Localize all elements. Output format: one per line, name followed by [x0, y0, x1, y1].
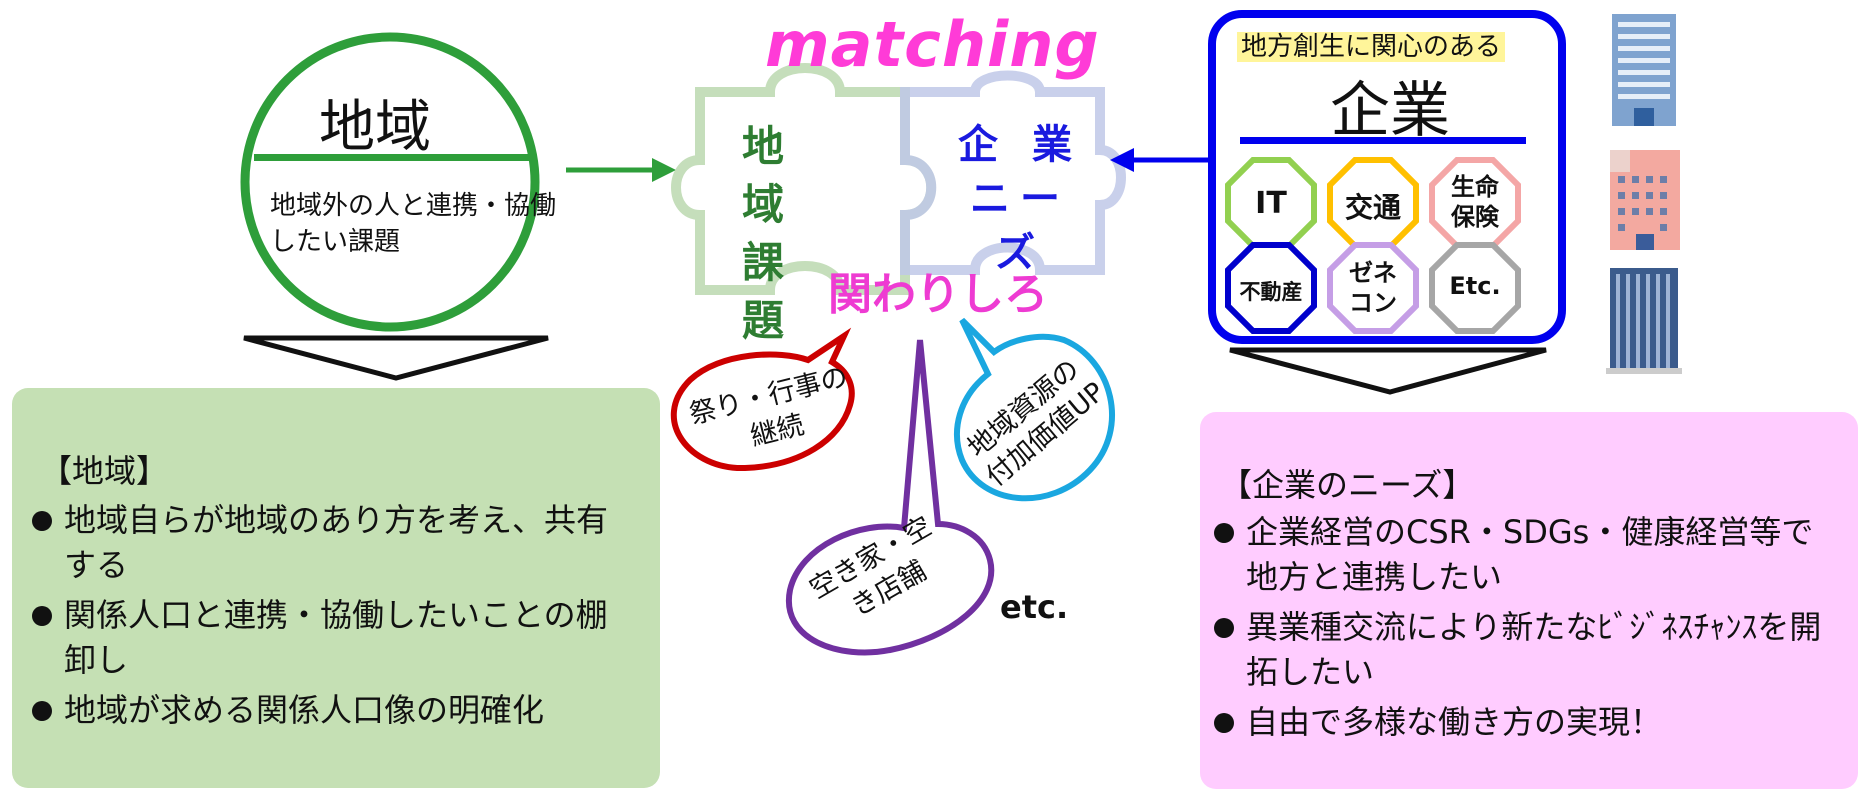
puzzle-left-line2: 課 題: [742, 238, 799, 345]
matching-label: matching: [765, 8, 1100, 81]
building-blue-icon: [1612, 14, 1676, 126]
category-label-contractor: ゼネコン: [1349, 259, 1397, 317]
region-panel-heading: 【地域】: [40, 452, 169, 490]
balloon-festival: [670, 327, 855, 472]
category-label-insurance: 生命保険: [1451, 173, 1499, 231]
puzzle-left-line1: 地 域: [742, 122, 799, 229]
region-panel-list: 地域自らが地域のあり方を考え、共有する 関係人口と連携・協働したいことの棚卸し …: [30, 498, 630, 738]
octagon-contractor: [1327, 242, 1419, 334]
puzzle-left-text: 地 域 課 題: [742, 118, 872, 350]
region-down-arrow: [243, 335, 549, 381]
region-panel: 【地域】 地域自らが地域のあり方を考え、共有する 関係人口と連携・協働したいこと…: [12, 388, 660, 788]
category-octagons: [1225, 157, 1521, 334]
balloon-vacant: [785, 339, 995, 656]
region-underline: [254, 154, 530, 161]
kakawarishiro-label: 関わりしろ: [828, 269, 1048, 320]
company-needs-list: 企業経営のCSR・SDGs・健康経営等で地方と連携したい 異業種交流により新たな…: [1212, 510, 1842, 750]
list-item: 地域自らが地域のあり方を考え、共有する: [30, 498, 630, 588]
building-navy-icon: [1606, 268, 1682, 374]
company-subtitle: 地方創生に関心のある: [1237, 32, 1506, 62]
company-title: 企業: [1330, 76, 1450, 146]
region-arrowhead: [652, 158, 676, 182]
company-needs-heading: 【企業のニーズ】: [1220, 466, 1475, 504]
category-label-transport: 交通: [1344, 191, 1401, 224]
region-title: 地域: [319, 95, 431, 160]
company-needs-panel: 【企業のニーズ】 企業経営のCSR・SDGs・健康経営等で地方と連携したい 異業…: [1200, 412, 1858, 789]
balloon-resources: [954, 317, 1115, 502]
list-item: 企業経営のCSR・SDGs・健康経営等で地方と連携したい: [1212, 510, 1842, 600]
list-item: 地域が求める関係人口像の明確化: [30, 688, 630, 733]
region-description: 地域外の人と連携・協働したい課題: [270, 191, 557, 257]
etc-label: etc.: [1000, 588, 1069, 626]
category-label-it: IT: [1255, 186, 1287, 221]
region-circle: [240, 32, 540, 332]
puzzle-right-line1: 企 業: [958, 122, 1082, 168]
list-item: 自由で多様な働き方の実現！: [1212, 700, 1842, 745]
company-arrowhead: [1110, 148, 1134, 172]
list-item: 異業種交流により新たなﾋﾞｼﾞﾈｽﾁｬﾝｽを開拓したい: [1212, 605, 1842, 695]
puzzle-right-piece: [900, 70, 1126, 275]
company-underline: [1240, 137, 1526, 144]
category-label-realestate: 不動産: [1239, 280, 1303, 304]
category-label-etc: Etc.: [1449, 272, 1501, 300]
octagon-etc: [1429, 242, 1521, 334]
building-pink-icon: [1610, 150, 1680, 250]
list-item: 関係人口と連携・協働したいことの棚卸し: [30, 593, 630, 683]
octagon-realestate: [1225, 242, 1317, 334]
company-down-arrow: [1229, 347, 1547, 395]
puzzle-right-text: 企 業 ニーズ: [950, 118, 1090, 280]
puzzle-right-line2: ニーズ: [970, 176, 1070, 276]
